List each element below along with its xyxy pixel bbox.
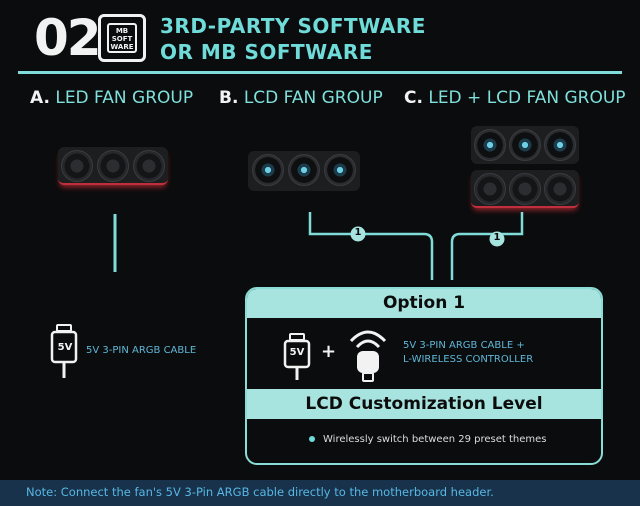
option-title: Option 1 xyxy=(247,289,601,318)
marker-c xyxy=(489,231,505,247)
chip-line-3: WARE xyxy=(110,43,134,51)
led-fan-group-image xyxy=(58,147,168,185)
option-cable-line-2: L-WIRELESS CONTROLLER xyxy=(403,354,534,365)
footer-bar: Note: Connect the fan's 5V 3-Pin ARGB ca… xyxy=(0,480,640,506)
lcd-fan-icon xyxy=(544,129,576,161)
plug-label: 5V xyxy=(57,342,73,353)
option-plug-label: 5V xyxy=(289,347,305,358)
lcd-fan-icon xyxy=(324,154,356,186)
marker-b-label: 1 xyxy=(354,227,362,238)
fan-icon xyxy=(133,150,165,182)
chip-line-1: MB xyxy=(115,27,129,35)
fan-icon xyxy=(97,150,129,182)
plus-sign: + xyxy=(321,341,337,362)
lcd-fan-row-image xyxy=(471,126,579,164)
chip-label: MB SOFT WARE xyxy=(107,23,137,53)
footer-note: Note: Connect the fan's 5V 3-Pin ARGB ca… xyxy=(26,485,494,499)
fan-icon xyxy=(544,173,576,205)
option-panel: Option 1 5V + 5V 3-PIN ARGB CABLE + L-WI… xyxy=(245,287,603,465)
marker-c-label: 1 xyxy=(493,232,501,243)
lcd-fan-icon xyxy=(288,154,320,186)
lcd-fan-icon xyxy=(474,129,506,161)
bullet-dot-icon xyxy=(309,436,315,442)
group-c-label: C. LED + LCD FAN GROUP xyxy=(404,88,626,108)
group-a-label: A. LED FAN GROUP xyxy=(30,88,193,108)
header-divider xyxy=(18,71,622,74)
led-fan-row-image xyxy=(471,170,579,208)
left-cable-text: 5V 3-PIN ARGB CABLE xyxy=(86,345,197,356)
lcd-fan-group-image xyxy=(248,151,360,191)
option-cable-text: 5V 3-PIN ARGB CABLE + L-WIRELESS CONTROL… xyxy=(403,339,533,367)
wireless-controller-icon xyxy=(349,330,387,382)
group-b-letter: B. xyxy=(219,88,239,108)
lcd-fan-icon xyxy=(252,154,284,186)
group-a-letter: A. xyxy=(30,88,50,108)
lcd-level-title: LCD Customization Level xyxy=(247,389,601,419)
marker-b xyxy=(350,226,366,242)
mb-software-chip-icon: MB SOFT WARE xyxy=(98,14,146,62)
argb-plug-icon xyxy=(50,324,78,378)
fan-icon xyxy=(474,173,506,205)
argb-plug-icon xyxy=(283,333,311,380)
group-b-connector xyxy=(308,212,434,280)
group-b-text: LCD FAN GROUP xyxy=(243,88,383,108)
title-line-1: 3RD-PARTY SOFTWARE xyxy=(160,14,426,38)
chip-line-2: SOFT xyxy=(111,35,133,43)
title-line-2: OR MB SOFTWARE xyxy=(160,40,373,64)
group-a-text: LED FAN GROUP xyxy=(55,88,194,108)
step-number: 02 xyxy=(34,9,102,67)
group-b-label: B. LCD FAN GROUP xyxy=(219,88,383,108)
lcd-fan-icon xyxy=(509,129,541,161)
group-c-letter: C. xyxy=(404,88,423,108)
level-bullet: Wirelessly switch between 29 preset them… xyxy=(309,434,547,445)
group-c-connector xyxy=(450,212,524,280)
level-bullet-text: Wirelessly switch between 29 preset them… xyxy=(323,434,547,445)
group-c-text: LED + LCD FAN GROUP xyxy=(428,88,626,108)
fan-icon xyxy=(509,173,541,205)
fan-icon xyxy=(61,150,93,182)
option-cable-line-1: 5V 3-PIN ARGB CABLE + xyxy=(403,340,525,351)
